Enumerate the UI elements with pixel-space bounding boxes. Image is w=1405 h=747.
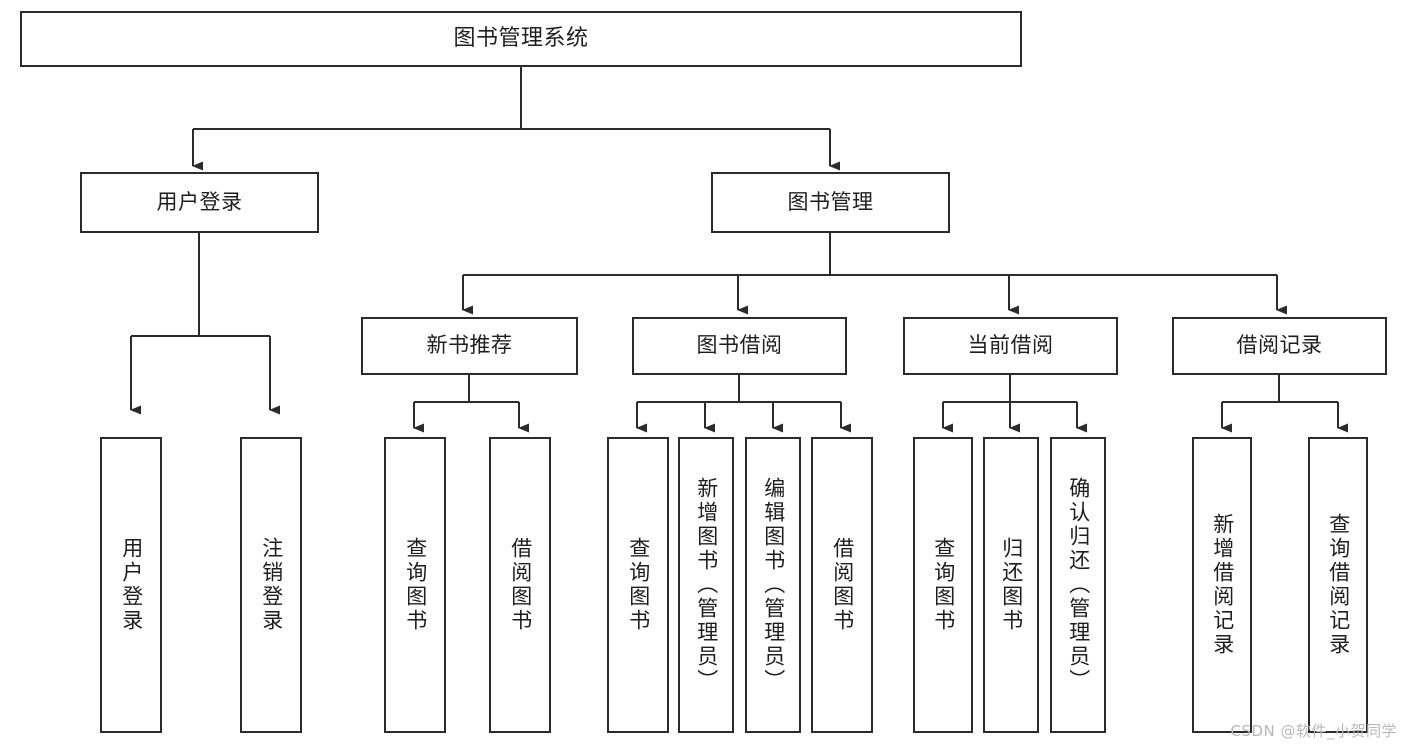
node-leaf-user-login-label: 用户登录 bbox=[119, 537, 144, 633]
node-newbook[interactable]: 新书推荐 bbox=[361, 317, 578, 375]
node-leaf-borrow-query-label: 查询图书 bbox=[626, 537, 651, 633]
node-current-label: 当前借阅 bbox=[967, 333, 1054, 358]
node-leaf-current-query[interactable]: 查询图书 bbox=[913, 437, 973, 733]
node-leaf-newbook-borrow[interactable]: 借阅图书 bbox=[489, 437, 551, 733]
node-records[interactable]: 借阅记录 bbox=[1172, 317, 1387, 375]
node-leaf-edit-book-label: 编辑图书（管理员） bbox=[761, 477, 786, 693]
node-leaf-borrow-query[interactable]: 查询图书 bbox=[607, 437, 669, 733]
node-leaf-edit-book[interactable]: 编辑图书（管理员） bbox=[745, 437, 801, 733]
node-leaf-current-query-label: 查询图书 bbox=[931, 537, 956, 633]
node-leaf-return-book[interactable]: 归还图书 bbox=[983, 437, 1039, 733]
node-leaf-return-book-label: 归还图书 bbox=[999, 537, 1024, 633]
node-current[interactable]: 当前借阅 bbox=[903, 317, 1118, 375]
node-bookmgmt-label: 图书管理 bbox=[787, 189, 874, 214]
node-leaf-confirm-return-label: 确认归还（管理员） bbox=[1066, 477, 1091, 693]
node-leaf-query-record-label: 查询借阅记录 bbox=[1326, 513, 1351, 657]
node-leaf-query-record[interactable]: 查询借阅记录 bbox=[1308, 437, 1368, 733]
node-leaf-newbook-query[interactable]: 查询图书 bbox=[384, 437, 446, 733]
csdn-watermark: CSDN @软件_小贺同学 bbox=[1230, 722, 1397, 740]
node-root[interactable]: 图书管理系统 bbox=[20, 11, 1022, 67]
node-leaf-add-book-label: 新增图书（管理员） bbox=[694, 477, 719, 693]
node-newbook-label: 新书推荐 bbox=[426, 333, 513, 358]
node-leaf-add-book[interactable]: 新增图书（管理员） bbox=[678, 437, 734, 733]
node-leaf-confirm-return[interactable]: 确认归还（管理员） bbox=[1050, 437, 1106, 733]
node-leaf-borrow-book-label: 借阅图书 bbox=[830, 537, 855, 633]
node-records-label: 借阅记录 bbox=[1236, 333, 1323, 358]
node-leaf-user-login[interactable]: 用户登录 bbox=[100, 437, 162, 733]
node-borrow-label: 图书借阅 bbox=[696, 333, 783, 358]
node-leaf-borrow-book[interactable]: 借阅图书 bbox=[811, 437, 873, 733]
node-login-label: 用户登录 bbox=[156, 189, 243, 214]
node-leaf-add-record-label: 新增借阅记录 bbox=[1210, 513, 1235, 657]
node-leaf-newbook-borrow-label: 借阅图书 bbox=[508, 537, 533, 633]
node-leaf-add-record[interactable]: 新增借阅记录 bbox=[1192, 437, 1252, 733]
node-leaf-newbook-query-label: 查询图书 bbox=[403, 537, 428, 633]
node-bookmgmt[interactable]: 图书管理 bbox=[711, 172, 950, 233]
node-borrow[interactable]: 图书借阅 bbox=[632, 317, 847, 375]
node-leaf-logout[interactable]: 注销登录 bbox=[240, 437, 302, 733]
node-root-label: 图书管理系统 bbox=[453, 25, 589, 51]
node-login[interactable]: 用户登录 bbox=[80, 172, 319, 233]
node-leaf-logout-label: 注销登录 bbox=[259, 537, 284, 633]
